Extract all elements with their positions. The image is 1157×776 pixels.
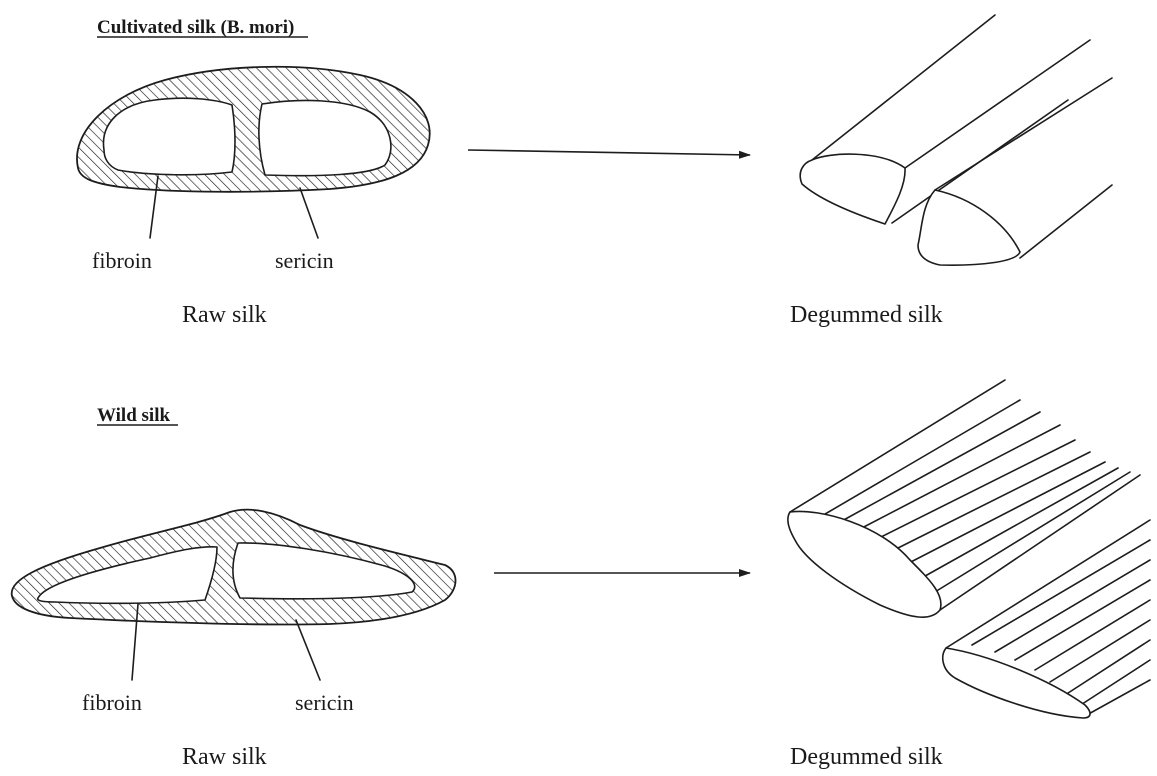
degumming-arrow-cultivated bbox=[468, 150, 750, 155]
degummed-silk-caption-wild: Degummed silk bbox=[790, 744, 943, 770]
section-title-wild: Wild silk bbox=[97, 405, 170, 426]
sericin-pointer bbox=[296, 620, 320, 680]
degummed-silk-caption-cultivated: Degummed silk bbox=[790, 302, 943, 328]
fibroin-label: fibroin bbox=[82, 690, 142, 715]
wild-silk-section: Wild silk fibroin sericin Raw silk Degum… bbox=[12, 380, 1150, 770]
degummed-silk-fibres-cultivated bbox=[800, 15, 1112, 265]
raw-silk-cross-section-wild: fibroin sericin bbox=[12, 510, 456, 715]
sericin-label: sericin bbox=[275, 248, 334, 273]
sericin-label: sericin bbox=[295, 690, 354, 715]
degummed-silk-fibres-wild bbox=[788, 380, 1150, 718]
raw-silk-caption-wild: Raw silk bbox=[182, 744, 267, 770]
fibre-upper-face bbox=[788, 511, 941, 617]
cultivated-silk-section: Cultivated silk (B. mori) fibroin serici… bbox=[77, 15, 1112, 328]
sericin-pointer bbox=[300, 188, 318, 238]
raw-silk-cross-section-cultivated: fibroin sericin bbox=[77, 67, 430, 273]
fibroin-label: fibroin bbox=[92, 248, 152, 273]
fibre-upper-face bbox=[800, 154, 905, 224]
fibre-lower-face bbox=[918, 190, 1020, 265]
fibroin-filament-left bbox=[103, 98, 235, 175]
raw-silk-caption-cultivated: Raw silk bbox=[182, 302, 267, 328]
fibroin-filament-right bbox=[259, 100, 391, 175]
section-title-cultivated: Cultivated silk (B. mori) bbox=[97, 17, 294, 38]
